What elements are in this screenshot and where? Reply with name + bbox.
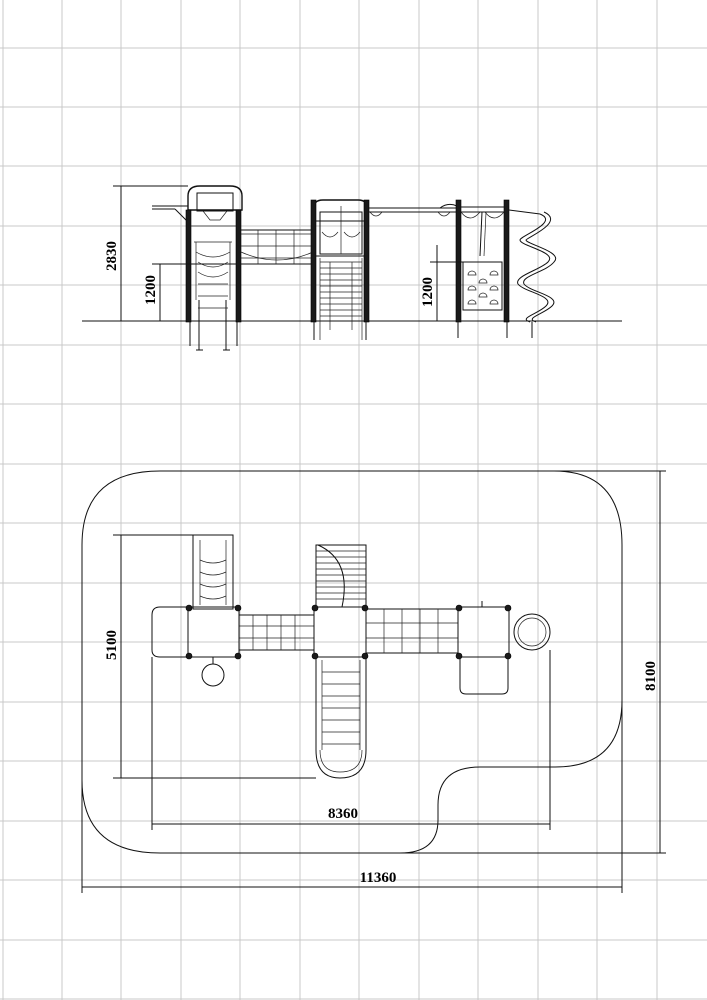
dim-8360-label: 8360	[328, 806, 358, 822]
plan-middle-tower	[313, 544, 367, 779]
dim-8100: 8100	[400, 470, 666, 854]
plan-posts	[185, 604, 512, 660]
dim-1200-right-label: 1200	[420, 277, 436, 307]
dim-8100-label: 8100	[643, 661, 659, 691]
plan-left-tower	[151, 606, 240, 687]
safety-zone-outline	[81, 470, 623, 854]
dim-2830: 2830	[104, 185, 188, 321]
dim-2830-label: 2830	[104, 241, 120, 271]
dim-5100: 5100	[104, 534, 316, 779]
spiral-climber	[508, 209, 557, 338]
plan-slide	[192, 534, 234, 610]
dim-1200-left: 1200	[143, 263, 236, 321]
dim-1200-right: 1200	[420, 245, 463, 321]
plan-right-tower	[457, 601, 551, 695]
dim-5100-label: 5100	[104, 630, 120, 660]
elevation-view: 2830 1200 1200	[82, 185, 622, 351]
plan-view: 5100 8360 11360 8100	[81, 470, 666, 893]
plan-left-bridge	[238, 614, 315, 651]
dim-1200-left-label: 1200	[143, 275, 159, 305]
left-tower	[152, 185, 243, 351]
plan-right-bridge	[365, 608, 459, 654]
dim-11360-label: 11360	[360, 870, 397, 886]
overhead-bars	[368, 203, 458, 217]
right-tower	[455, 199, 510, 338]
dim-8360: 8360	[151, 650, 551, 830]
middle-tower	[310, 199, 370, 340]
dim-11360: 11360	[81, 700, 623, 893]
left-bridge	[240, 229, 314, 265]
